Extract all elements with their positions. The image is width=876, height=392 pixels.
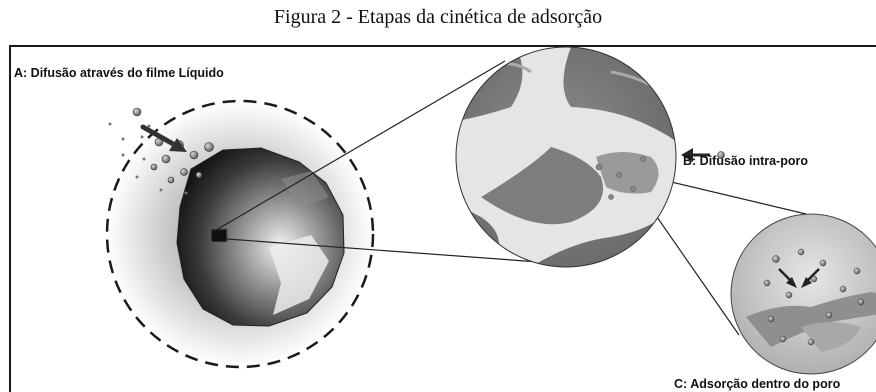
pore-cavity (596, 152, 659, 194)
adsorption-kinetics-diagram (105, 47, 876, 375)
intra-pore-diffusion-arrow (681, 148, 725, 162)
figure-caption: Figura 2 - Etapas da cinética de adsorçã… (273, 6, 603, 28)
pore-molecules (595, 156, 646, 200)
adsorbed-molecules (763, 248, 865, 346)
adsorbate-dots (108, 122, 188, 195)
adsorption-zoom-circle (730, 213, 876, 375)
pore-wall (746, 292, 876, 347)
particle-facet (281, 171, 329, 207)
film-diffusion-arrow (140, 124, 187, 152)
diagram-frame: A: Difusão através do filme Líquido B: D… (9, 45, 876, 392)
label-intra-pore-diffusion: B: Difusão intra-poro (683, 154, 808, 168)
label-film-diffusion: A: Difusão através do filme Líquido (14, 66, 224, 80)
particle-light-facet (269, 235, 329, 315)
label-pore-adsorption: C: Adsorção dentro do poro (674, 377, 841, 391)
pore-zoom-circle (455, 47, 677, 268)
pore-cavity (481, 147, 603, 225)
